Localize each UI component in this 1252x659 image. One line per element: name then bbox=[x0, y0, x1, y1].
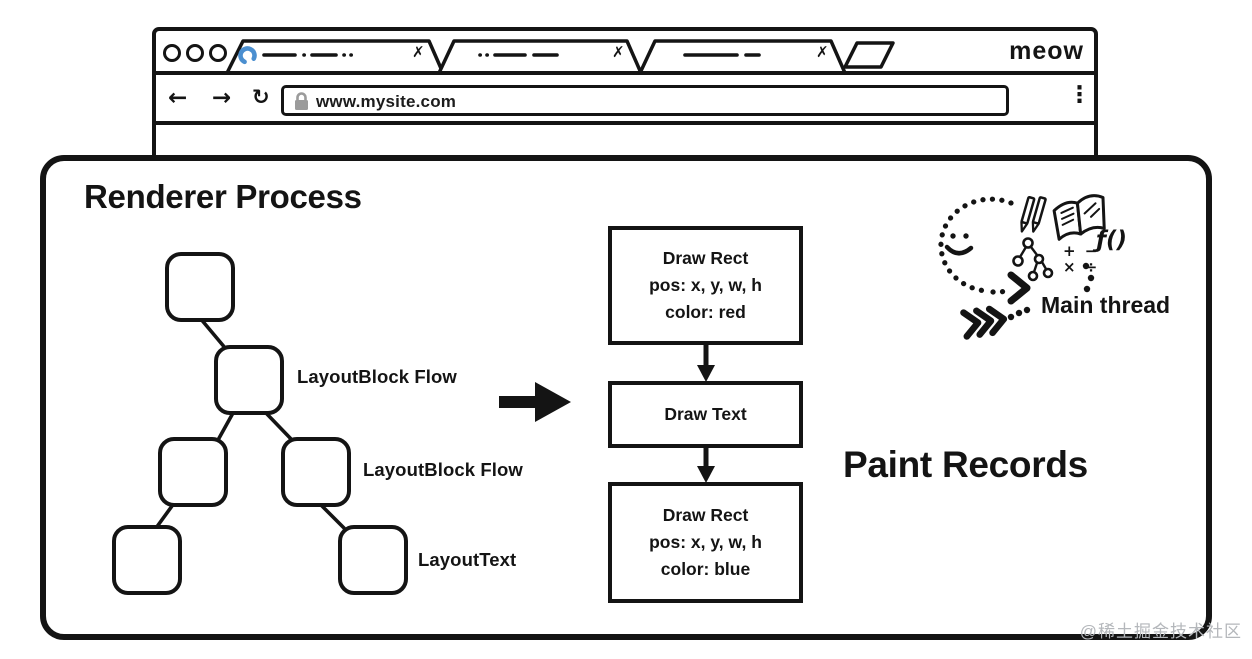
record-line: Draw Rect bbox=[662, 505, 749, 525]
panel-title: Renderer Process bbox=[84, 178, 362, 215]
tabstrip-baseline bbox=[156, 71, 1094, 75]
layout-node bbox=[165, 252, 235, 322]
toolbar-divider bbox=[156, 121, 1094, 125]
record-line: color: blue bbox=[660, 559, 751, 579]
record-line: pos: x, y, w, h bbox=[649, 275, 762, 295]
eye-icon bbox=[950, 233, 956, 239]
browser-window: ✗ ✗ ✗ meow ← → ↻ bbox=[152, 27, 1098, 167]
tree-label: LayoutBlock Flow bbox=[363, 459, 523, 480]
traffic-light-icon[interactable] bbox=[209, 44, 227, 62]
close-icon[interactable]: ✗ bbox=[816, 43, 829, 61]
watermark: @稀土掘金技术社区 bbox=[1079, 622, 1242, 641]
layout-node bbox=[112, 525, 182, 595]
record-line: Draw Rect bbox=[662, 248, 749, 268]
close-icon[interactable]: ✗ bbox=[412, 43, 425, 61]
down-arrow-icon bbox=[697, 448, 715, 483]
main-thread-doodle-icon bbox=[938, 194, 1106, 340]
close-icon[interactable]: ✗ bbox=[612, 43, 625, 61]
paint-records-heading: Paint Records bbox=[843, 444, 1088, 485]
smile-icon bbox=[944, 244, 974, 256]
tab-3[interactable] bbox=[638, 39, 847, 75]
tab-2[interactable] bbox=[437, 39, 643, 75]
url-text: www.mysite.com bbox=[316, 92, 457, 111]
traffic-light-icon[interactable] bbox=[163, 44, 181, 62]
layout-node bbox=[338, 525, 408, 595]
record-line: color: red bbox=[665, 302, 746, 322]
mini-tree-icon bbox=[1012, 237, 1054, 282]
paint-record-box: Draw Text bbox=[608, 381, 803, 448]
layout-node bbox=[158, 437, 228, 507]
tree-edges-icon bbox=[154, 316, 346, 530]
layout-node bbox=[281, 437, 351, 507]
layout-node bbox=[214, 345, 284, 415]
main-thread-label: Main thread bbox=[1041, 292, 1171, 318]
function-notation: ƒ() bbox=[1096, 227, 1128, 253]
tab-title-scribble-icon bbox=[683, 53, 761, 57]
new-tab-button[interactable] bbox=[843, 40, 897, 70]
traffic-light-icon[interactable] bbox=[186, 44, 204, 62]
tab-1[interactable] bbox=[225, 39, 445, 75]
down-arrow-icon bbox=[697, 345, 715, 382]
forward-button[interactable]: → bbox=[212, 85, 232, 111]
record-line: pos: x, y, w, h bbox=[649, 532, 762, 552]
chevrons-icon bbox=[960, 305, 1008, 340]
tab-title-scribble-icon bbox=[262, 53, 353, 57]
renderer-process-panel: Renderer Process LayoutBlock Flow Layout… bbox=[40, 155, 1212, 640]
lock-icon bbox=[295, 92, 308, 110]
math-symbols: + − bbox=[1063, 242, 1100, 260]
address-bar[interactable]: www.mysite.com bbox=[281, 85, 1009, 116]
menu-dots-icon[interactable]: ⋮ bbox=[1068, 82, 1091, 108]
paint-record-box: Draw Rect pos: x, y, w, h color: red bbox=[608, 226, 803, 345]
tree-label: LayoutBlock Flow bbox=[297, 366, 457, 387]
flow-arrow-icon bbox=[499, 382, 571, 422]
back-button[interactable]: ← bbox=[168, 85, 188, 111]
arrowhead-icon bbox=[1007, 271, 1031, 305]
eye-icon bbox=[963, 233, 969, 239]
paint-record-box: Draw Rect pos: x, y, w, h color: blue bbox=[608, 482, 803, 603]
reload-button[interactable]: ↻ bbox=[252, 85, 270, 109]
record-line: Draw Text bbox=[664, 404, 747, 424]
brand-label: meow bbox=[1009, 37, 1084, 65]
tab-title-scribble-icon bbox=[478, 53, 559, 57]
book-icon bbox=[1052, 194, 1106, 241]
pencils-icon bbox=[1020, 195, 1047, 233]
tree-label: LayoutText bbox=[418, 549, 517, 570]
math-symbols: × ÷ bbox=[1063, 258, 1100, 276]
favicon-spinner-icon bbox=[238, 46, 257, 65]
